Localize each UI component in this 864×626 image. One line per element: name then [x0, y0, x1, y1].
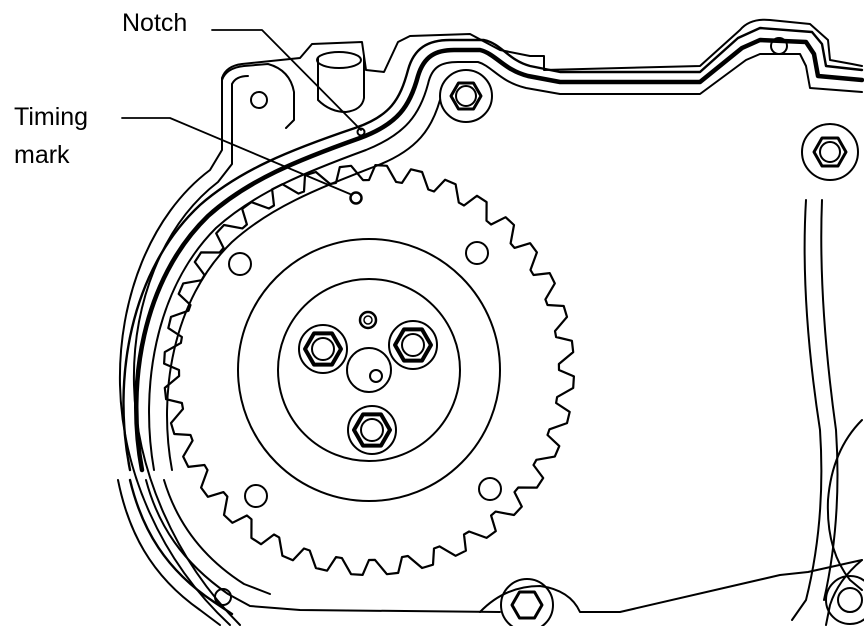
cover-hole-upper-left	[250, 91, 268, 109]
sprocket-hole	[465, 241, 489, 265]
notch-label: Notch	[122, 9, 188, 37]
timing-mark-label-line2: mark	[14, 141, 70, 169]
sprocket-center-hole	[369, 369, 383, 383]
notch-mark	[356, 127, 366, 137]
cover-boss	[317, 55, 365, 113]
cover-bolt-top	[439, 69, 493, 123]
cover-tab	[221, 63, 295, 131]
cover-hole-lower-left	[214, 588, 232, 606]
cover-right-contour	[791, 199, 823, 621]
cover-right-contour-inner	[820, 199, 839, 601]
notch-leader-line	[211, 29, 362, 131]
sprocket-hole	[228, 252, 252, 276]
cover-inner-outline	[132, 75, 249, 626]
sprocket-bolt-bottom	[347, 405, 397, 455]
gasket-channel	[117, 26, 864, 626]
sprocket-bolt-left	[298, 324, 348, 374]
dowel-pin-center	[363, 315, 373, 325]
lower-right-housing-2	[825, 559, 863, 626]
timing-mark-label-line1: Timing	[14, 103, 89, 131]
sprocket-bolt-right	[388, 320, 438, 370]
sprocket-hub-inner	[277, 278, 461, 462]
cover-boss-top	[316, 51, 362, 69]
bottom-edge	[479, 559, 863, 613]
sprocket-hole	[244, 484, 268, 508]
cover-hole-upper-right	[770, 37, 788, 55]
timing-mark-leader-line	[121, 117, 351, 195]
sprocket-teeth	[163, 164, 575, 576]
lower-right-housing	[826, 419, 863, 591]
timing-mark-dot	[349, 191, 363, 205]
cover-bolt-right	[801, 123, 859, 181]
cover-bolt-lower-right	[825, 575, 864, 625]
cover-bolt-bottom	[500, 578, 554, 626]
sprocket-hole	[478, 477, 502, 501]
sprocket-hub-outer	[237, 238, 501, 502]
dowel-pin	[358, 310, 378, 330]
sprocket-center-boss	[346, 347, 392, 393]
